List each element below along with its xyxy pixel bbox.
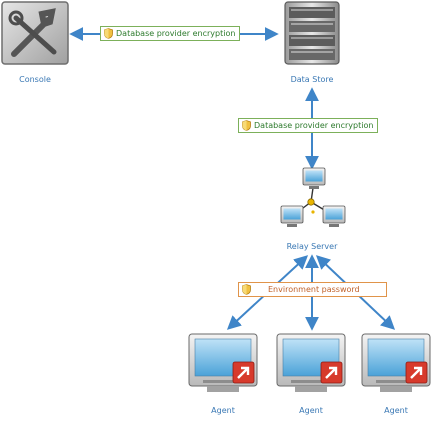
connection-label: Database provider encryption bbox=[254, 121, 374, 130]
connection-tag-console-datastore: Database provider encryption bbox=[100, 26, 241, 41]
agent-label: Agent bbox=[384, 406, 408, 415]
network-nodes-icon bbox=[280, 167, 346, 227]
shield-icon bbox=[242, 120, 251, 131]
server-stack-icon bbox=[284, 1, 340, 65]
shield-icon bbox=[242, 284, 251, 295]
agent-label: Agent bbox=[211, 406, 235, 415]
monitor-agent-icon bbox=[361, 333, 431, 392]
data-store-label: Data Store bbox=[290, 75, 334, 84]
connection-tag-relay-datastore: Database provider encryption bbox=[238, 118, 379, 133]
monitor-agent-icon bbox=[276, 333, 346, 392]
console-label: Console bbox=[19, 75, 51, 84]
shield-icon bbox=[104, 28, 113, 39]
agent-label: Agent bbox=[299, 406, 323, 415]
console-tools-icon bbox=[1, 1, 69, 65]
relay-server-label: Relay Server bbox=[286, 242, 338, 251]
connection-label: Environment password bbox=[268, 285, 360, 294]
monitor-agent-icon bbox=[188, 333, 258, 392]
connection-tag-agents-relay: Environment password bbox=[238, 282, 387, 297]
connection-label: Database provider encryption bbox=[116, 29, 236, 38]
